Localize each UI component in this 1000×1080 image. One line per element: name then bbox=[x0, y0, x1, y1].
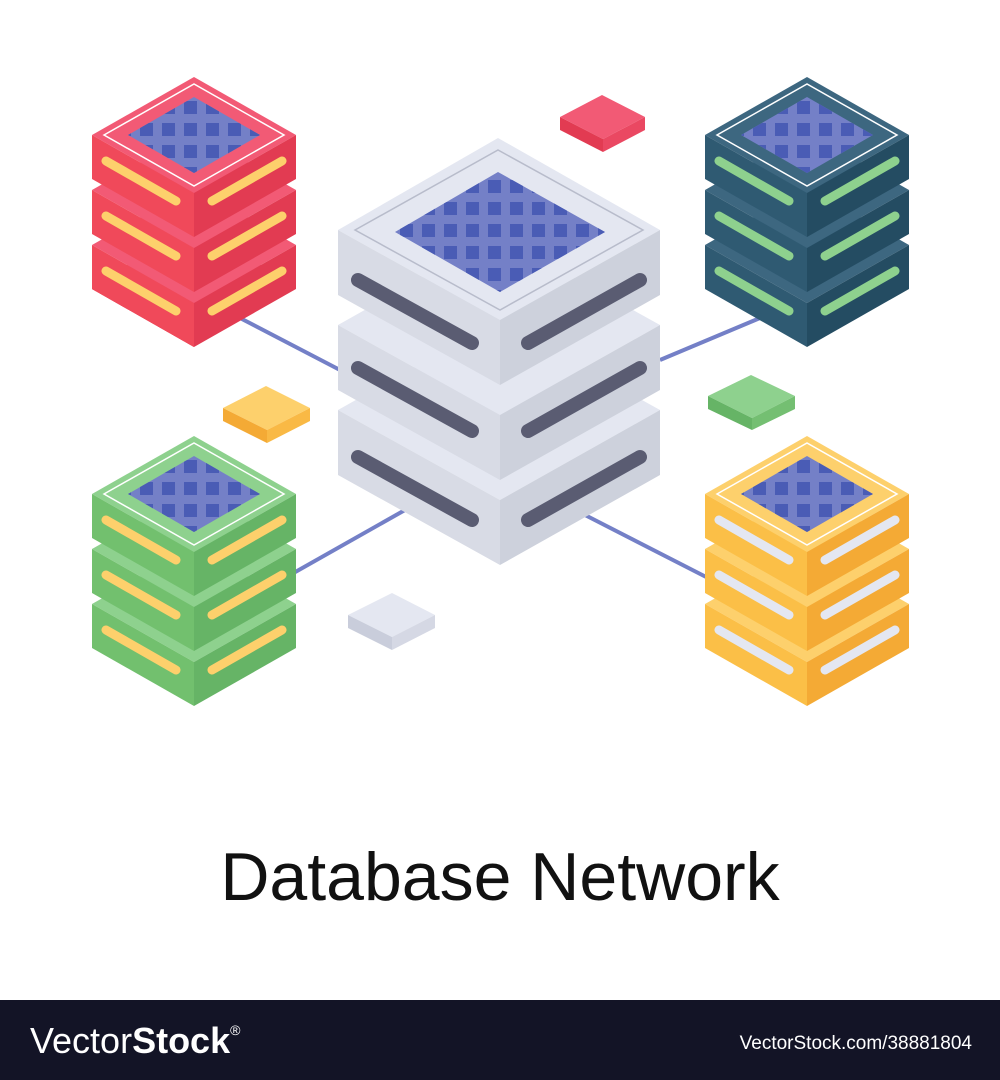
gray-block bbox=[348, 593, 435, 650]
red-block bbox=[560, 95, 645, 152]
central-database bbox=[338, 138, 660, 565]
image-reference: VectorStock.com/38881804 bbox=[739, 1033, 972, 1054]
teal-database bbox=[705, 77, 909, 347]
connector-lines bbox=[239, 316, 761, 582]
database-network-illustration bbox=[92, 77, 909, 706]
registered-mark: ® bbox=[230, 1022, 241, 1038]
green-block bbox=[708, 375, 795, 430]
yellow-database bbox=[705, 436, 909, 706]
red-database bbox=[92, 77, 296, 347]
illustration-title: Database Network bbox=[220, 839, 780, 915]
brand-light: Vector bbox=[30, 1020, 133, 1061]
brand-bold: Stock bbox=[132, 1020, 231, 1061]
green-database bbox=[92, 436, 296, 706]
brand-logo: VectorStock® bbox=[30, 1020, 240, 1062]
yellow-block bbox=[223, 386, 310, 443]
watermark-footer: VectorStock® VectorStock.com/38881804 bbox=[0, 1000, 1000, 1080]
